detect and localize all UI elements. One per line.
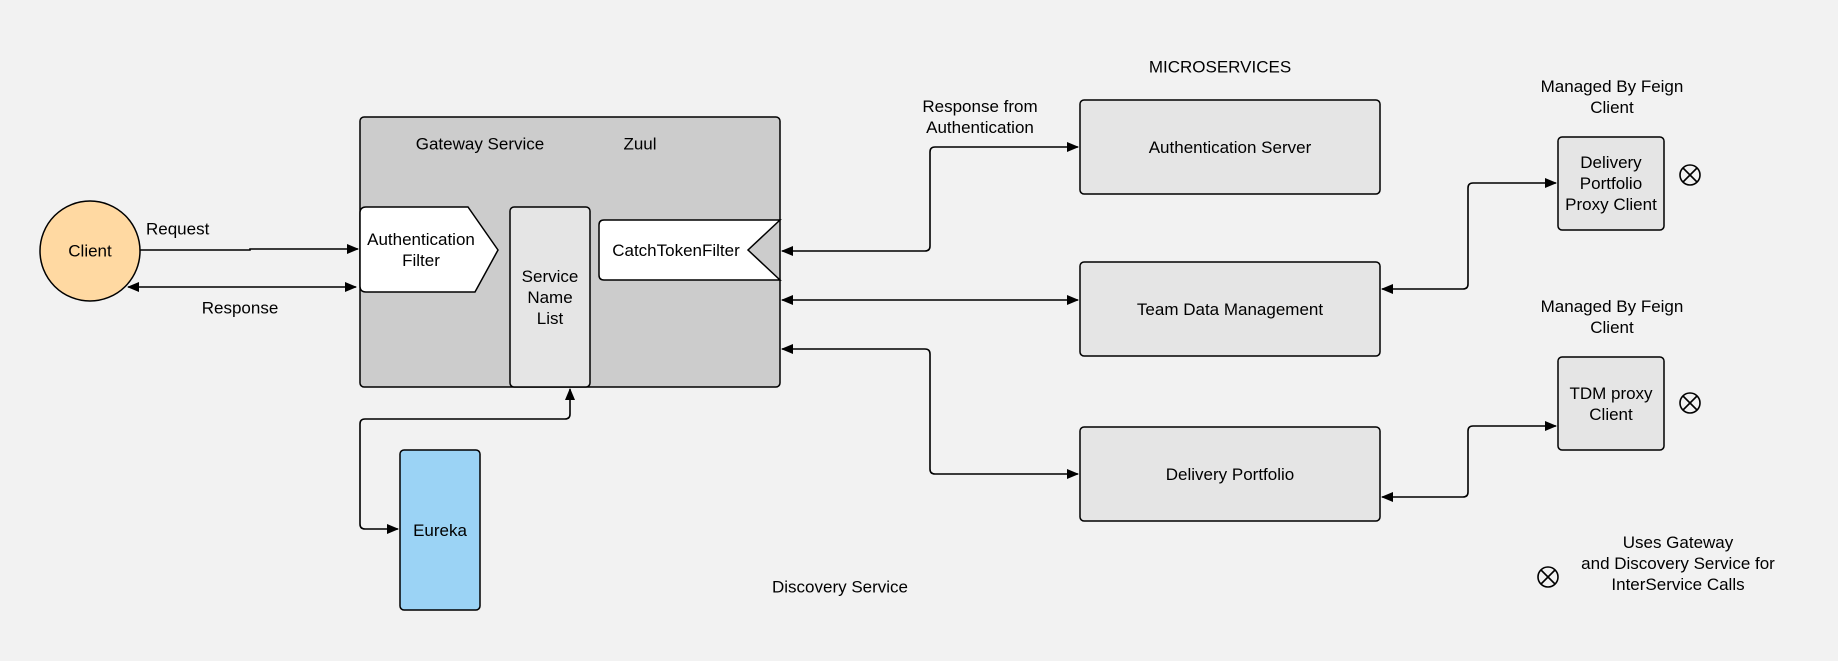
auth-server-connector — [781, 142, 1079, 256]
delivery-portfolio-connector — [781, 344, 1079, 479]
legend-text: Uses Gateway and Discovery Service for I… — [1581, 532, 1775, 594]
microservices-heading: MICROSERVICES — [1148, 57, 1292, 77]
request-arrow — [140, 244, 359, 254]
eureka-connector — [359, 388, 575, 534]
eureka-label: Eureka — [413, 520, 467, 540]
request-label: Request — [146, 219, 210, 239]
authentication-server-label: Authentication Server — [1148, 137, 1312, 157]
circle-x-icon — [1679, 164, 1701, 186]
team-data-management-label: Team Data Management — [1136, 299, 1324, 319]
delivery-portfolio-label: Delivery Portfolio — [1165, 464, 1295, 484]
managed-by-feign-label-1: Managed By Feign Client — [1540, 77, 1684, 117]
catch-token-filter-label: CatchTokenFilter — [612, 240, 740, 260]
discovery-service-label: Discovery Service — [771, 577, 909, 597]
client-node — [39, 200, 141, 302]
client-label: Client — [68, 241, 112, 261]
dp-proxy-client-box — [1557, 136, 1665, 231]
circle-x-icon — [1679, 392, 1701, 414]
gateway-subtitle: Zuul — [623, 134, 657, 154]
gateway-title: Gateway Service — [415, 134, 545, 154]
tdm-proxy-connector — [1381, 421, 1557, 502]
tdm-proxy-client-box — [1557, 356, 1665, 451]
authentication-filter-label: Authentication Filter — [367, 229, 475, 270]
team-data-management-box — [1079, 261, 1381, 357]
service-name-list-box — [509, 206, 591, 388]
response-from-auth-label: Response from Authentication — [922, 97, 1038, 137]
legend-circle-x-icon — [1537, 566, 1559, 588]
authentication-server-box — [1079, 99, 1381, 195]
delivery-portfolio-box — [1079, 426, 1381, 522]
dp-proxy-client-label: Delivery Portfolio Proxy Client — [1565, 153, 1657, 214]
managed-by-feign-label-2: Managed By Feign Client — [1540, 297, 1684, 337]
catch-token-filter-shape — [598, 219, 782, 281]
response-label: Response — [201, 298, 279, 318]
service-name-list-label: Service Name List — [521, 266, 579, 328]
dp-proxy-connector — [1381, 178, 1557, 294]
tdm-proxy-client-label: TDM proxy Client — [1569, 383, 1653, 424]
authentication-filter-shape — [359, 206, 499, 293]
